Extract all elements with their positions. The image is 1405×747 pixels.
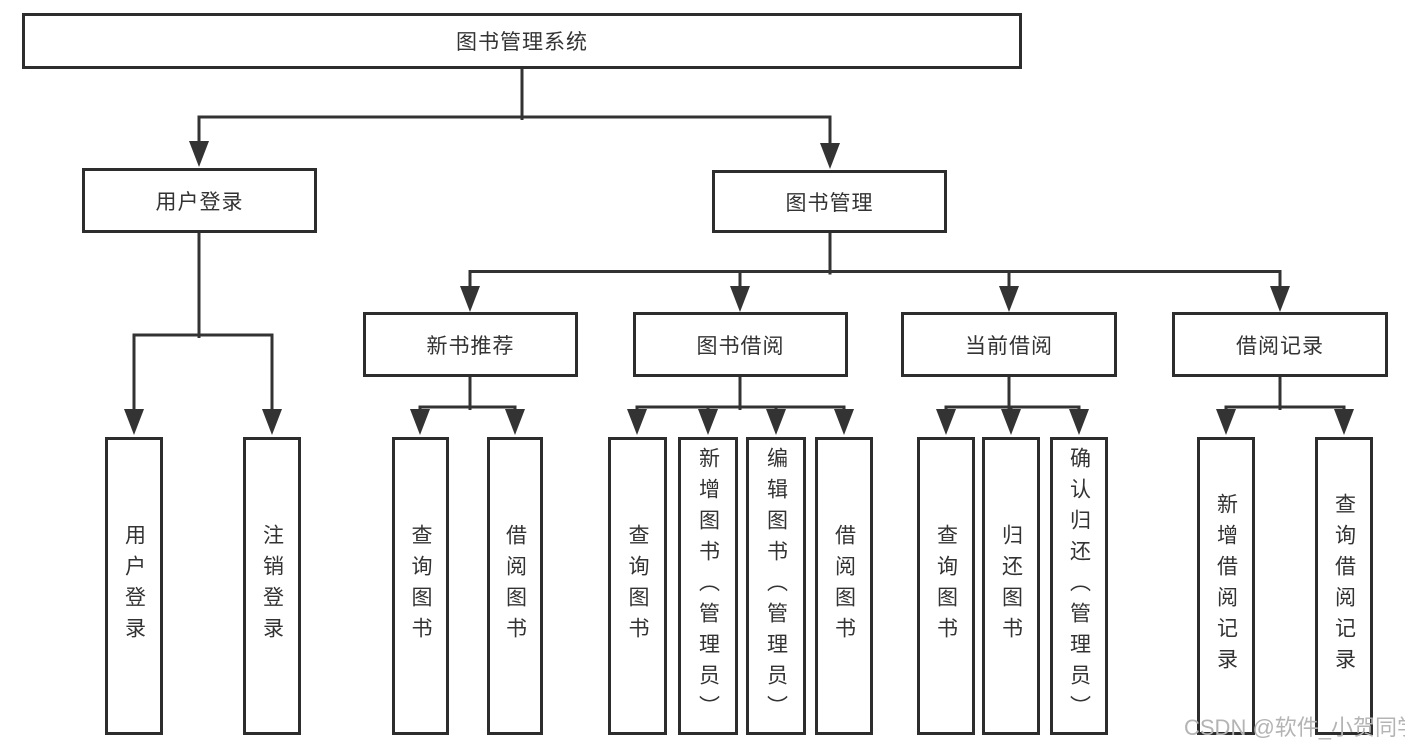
leaf-borrow-books: 借阅图书 <box>815 437 873 735</box>
leaf-recommend-borrow-books: 借阅图书 <box>487 437 543 735</box>
leaf-logout: 注销登录 <box>243 437 301 735</box>
node-current-borrow: 当前借阅 <box>901 312 1117 377</box>
node-book-borrow: 图书借阅 <box>633 312 848 377</box>
connector-user-login-children <box>124 231 282 435</box>
leaf-user-login: 用户登录 <box>105 437 163 735</box>
leaf-return-books: 归还图书 <box>982 437 1040 735</box>
connector-current-borrow-children <box>936 375 1089 435</box>
leaf-borrow-query-books: 查询图书 <box>608 437 667 735</box>
leaf-add-books-admin: 新增图书（管理员） <box>678 437 738 735</box>
node-book-management: 图书管理 <box>712 170 947 233</box>
leaf-query-borrow-record: 查询借阅记录 <box>1315 437 1373 735</box>
leaf-confirm-return-admin: 确认归还（管理员） <box>1050 437 1108 735</box>
node-user-login: 用户登录 <box>82 168 317 233</box>
connector-new-book-children <box>410 375 525 435</box>
connector-book-management-split <box>460 231 1290 312</box>
leaf-recommend-query-books: 查询图书 <box>392 437 449 735</box>
connector-borrow-records-children <box>1216 375 1354 435</box>
node-new-book-recommend: 新书推荐 <box>363 312 578 377</box>
node-library-system: 图书管理系统 <box>22 13 1022 69</box>
csdn-watermark: CSDN @软件_小贺同学 <box>1184 715 1405 740</box>
leaf-add-borrow-record: 新增借阅记录 <box>1197 437 1255 735</box>
connector-book-borrow-children <box>627 375 854 435</box>
leaf-edit-books-admin: 编辑图书（管理员） <box>746 437 806 735</box>
node-borrow-records: 借阅记录 <box>1172 312 1388 377</box>
leaf-current-query-books: 查询图书 <box>917 437 975 735</box>
connector-root-split <box>189 66 840 169</box>
